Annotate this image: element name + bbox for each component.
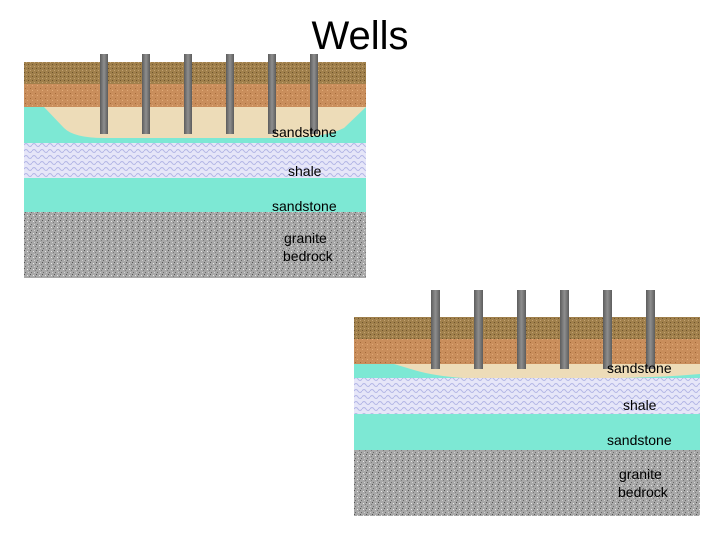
well-pipe (603, 290, 612, 369)
lower-sandstone-layer (354, 414, 700, 450)
shale-label: shale (623, 397, 657, 413)
bedrock-label: bedrock (283, 248, 333, 264)
shale-label: shale (288, 163, 322, 179)
well-pipe (474, 290, 483, 369)
well-pipe (142, 54, 150, 134)
sand-lens-layer (394, 364, 700, 378)
topsoil-layer (354, 317, 700, 339)
well-diagram-1: sandstone shale sandstone granite bedroc… (24, 52, 366, 278)
lower-sandstone-label: sandstone (272, 198, 337, 214)
clay-layer (354, 339, 700, 364)
clay-layer (24, 84, 366, 107)
shale-layer (24, 143, 366, 178)
granite-label: granite (284, 230, 327, 246)
granite-label: granite (619, 466, 662, 482)
sand-lens-layer (44, 107, 366, 138)
well-pipe (560, 290, 569, 369)
topsoil-layer (24, 62, 366, 84)
well-pipe (517, 290, 526, 369)
granite-bedrock-layer (354, 450, 700, 516)
lower-sandstone-label: sandstone (607, 432, 672, 448)
well-pipe (184, 54, 192, 134)
lower-sandstone-layer (24, 178, 366, 212)
granite-bedrock-layer (24, 212, 366, 278)
strata-cross-section (354, 290, 700, 516)
bedrock-label: bedrock (618, 484, 668, 500)
well-pipe (100, 54, 108, 134)
upper-sandstone-label: sandstone (272, 124, 337, 140)
well-pipe (646, 290, 655, 369)
well-pipe (431, 290, 440, 369)
well-pipe (310, 54, 318, 134)
strata-cross-section (24, 54, 366, 278)
well-pipe (226, 54, 234, 134)
upper-sandstone-label: sandstone (607, 360, 672, 376)
page-title: Wells (311, 14, 409, 58)
well-pipe (268, 54, 276, 134)
shale-layer (354, 378, 700, 414)
well-diagram-2: sandstone shale sandstone granite bedroc… (354, 286, 700, 516)
